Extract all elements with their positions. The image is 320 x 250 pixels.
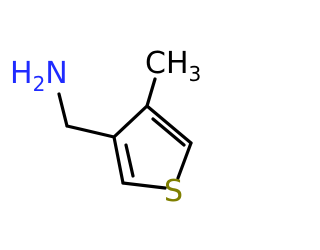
methyl-label: CH3 bbox=[145, 46, 201, 86]
amine-label: H2N bbox=[10, 56, 68, 96]
sulfur-label: S bbox=[164, 174, 183, 209]
methyl-subscript-text: 3 bbox=[189, 62, 202, 86]
structure-canvas: H2N CH3 S bbox=[10, 46, 202, 209]
bond-n-ch2 bbox=[57, 92, 69, 128]
amine-main-text: H bbox=[10, 56, 33, 91]
bond-c4-ch3 bbox=[145, 77, 157, 108]
amine-subscript-text: 2 bbox=[33, 72, 46, 96]
bond-c5-s bbox=[176, 141, 193, 180]
bond-ch2-c3 bbox=[65, 124, 116, 139]
bond-c3-c4 bbox=[112, 104, 149, 139]
methyl-main-text: H bbox=[166, 46, 189, 81]
double-bond-inner-left bbox=[124, 143, 135, 178]
atom-labels: H2N CH3 S bbox=[10, 46, 201, 209]
molecule-diagram: H2N CH3 S bbox=[10, 46, 201, 209]
double-bond-inner-right bbox=[151, 117, 186, 147]
bond-c2-c3 bbox=[112, 135, 125, 185]
bond-group bbox=[57, 77, 193, 190]
bond-c4-c5 bbox=[145, 104, 193, 145]
bond-s-c2 bbox=[121, 181, 167, 190]
methyl-element-text: C bbox=[145, 46, 166, 81]
amine-element-text: N bbox=[45, 56, 67, 91]
